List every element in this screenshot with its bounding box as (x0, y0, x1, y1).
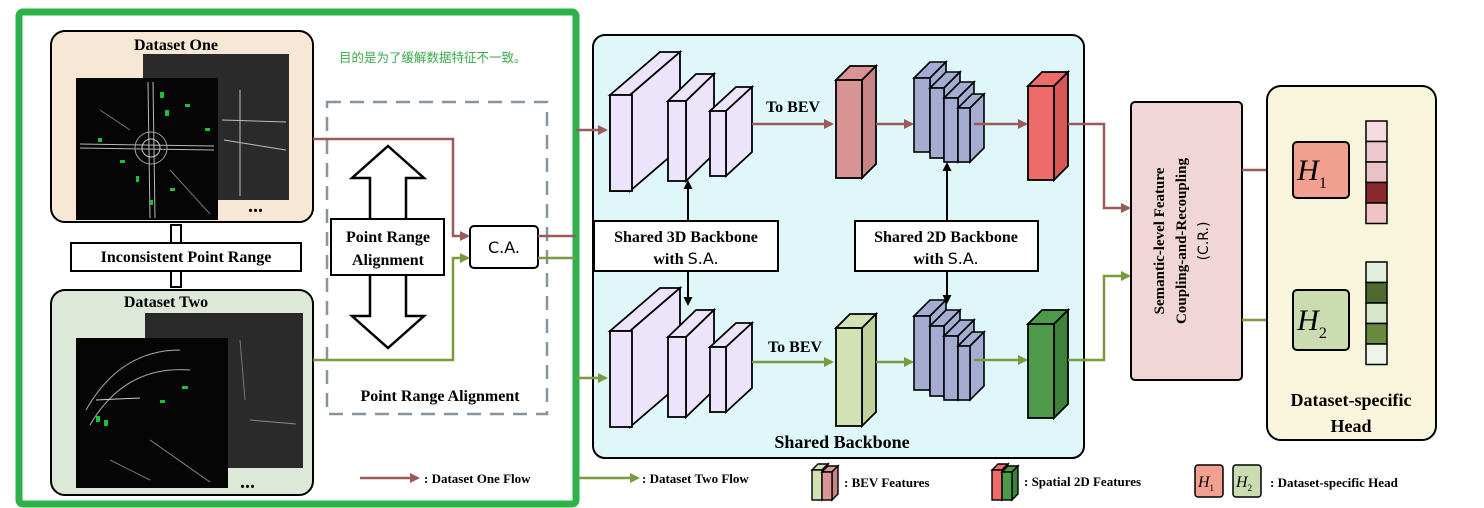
head-title-line2: Head (1330, 416, 1371, 436)
pra-box-label-line1: Point Range (346, 229, 430, 246)
output-cell (1365, 302, 1388, 325)
inconsistent-label-box (70, 242, 302, 272)
to-bev-bottom-label: To BEV (768, 339, 823, 356)
coupling-label-line2: Coupling-and-Recoupling (1174, 158, 1190, 324)
bev-feature-bottom (833, 311, 879, 429)
legend-h1-box (1194, 464, 1224, 498)
inconsistent-label: Inconsistent Point Range (101, 249, 272, 266)
dataset-two-ellipsis: ... (240, 471, 255, 493)
bev-feature-top (833, 63, 879, 181)
head-panel (1266, 85, 1437, 441)
h1-box (1292, 141, 1350, 199)
h1-label: H1 (1296, 154, 1327, 192)
output-cell (1365, 140, 1388, 163)
legend-h1-label: H1 (1197, 474, 1214, 493)
h2-output-bar (1365, 261, 1388, 366)
ca-box (469, 225, 539, 269)
legend-bev-label: : BEV Features (844, 475, 929, 490)
output-cell (1365, 120, 1388, 143)
legend-spatial-label: : Spatial 2D Features (1024, 474, 1141, 489)
shared-2d-label-line1: Shared 2D Backbone (874, 229, 1018, 246)
h2-box (1292, 289, 1350, 351)
output-cell (1365, 322, 1388, 345)
bottom-2d-backbone-blocks (912, 298, 986, 402)
shared-backbone-title: Shared Backbone (774, 432, 909, 452)
coupling-label-line1: Semantic-level Feature (1152, 167, 1168, 314)
ca-label: C.A. (488, 238, 520, 257)
output-cell (1365, 343, 1388, 366)
top-2d-backbone-blocks (912, 60, 986, 164)
dataset-one-lidar-back-lines (221, 90, 287, 196)
dataset-one-title: Dataset One (134, 37, 218, 54)
dataset-two-title: Dataset Two (124, 294, 208, 311)
spatial-feature-top (1025, 69, 1071, 183)
legend-bev-icon (810, 462, 840, 502)
flow-one-to-coupling (1068, 122, 1131, 213)
flow-two-to-coupling (1068, 271, 1131, 362)
legend-two-flow-label: : Dataset Two Flow (642, 471, 749, 486)
shared-2d-label-line2: with S.A. (913, 249, 978, 268)
bottom-3d-backbone-cubes (607, 286, 755, 429)
shared-3d-label-box (593, 220, 779, 272)
h2-label: H2 (1296, 304, 1327, 342)
annotation-note: 目的是为了缓解数据特征不一致。 (339, 50, 527, 65)
legend-h2-box (1232, 464, 1262, 498)
dataset-two-boxes (96, 386, 188, 426)
pra-box-label-line2: Alignment (352, 252, 425, 269)
dataset-one-point-cloud (79, 81, 215, 219)
pra-box (330, 218, 445, 276)
coupling-label-line3: (C.R.) (1196, 222, 1212, 261)
top-3d-backbone-cubes (607, 50, 755, 193)
output-cell (1365, 181, 1388, 204)
output-cell (1365, 161, 1388, 184)
head-title-line1: Dataset-specific (1291, 390, 1412, 410)
h1-output-bar (1365, 120, 1388, 225)
flow-two-to-ca (313, 253, 470, 362)
dataset-two-card: Dataset Two ... (50, 289, 314, 496)
pra-region-label: Point Range Alignment (360, 388, 520, 405)
legend-h2-label: H2 (1235, 474, 1252, 493)
dataset-one-ellipsis: ... (248, 195, 263, 217)
output-cell (1365, 261, 1388, 284)
to-bev-top-label: To BEV (766, 99, 821, 116)
shared-3d-label-line2: with S.A. (653, 249, 718, 268)
spatial-feature-bottom (1025, 307, 1071, 421)
shared-2d-label-box (854, 220, 1039, 272)
legend-spatial-icon (990, 462, 1020, 502)
dataset-one-card: Dataset One ... (50, 30, 314, 223)
flow-one-to-ca (313, 137, 470, 241)
dataset-two-lidar-front (76, 338, 228, 488)
output-cell (1365, 281, 1388, 304)
dataset-two-point-cloud (85, 339, 297, 483)
legend-one-flow-label: : Dataset One Flow (424, 471, 531, 486)
output-cell (1365, 202, 1388, 225)
dataset-one-boxes (98, 92, 210, 205)
coupling-box (1130, 101, 1243, 381)
shared-3d-label-line1: Shared 3D Backbone (614, 229, 758, 246)
legend-head-label: : Dataset-specific Head (1270, 475, 1399, 490)
